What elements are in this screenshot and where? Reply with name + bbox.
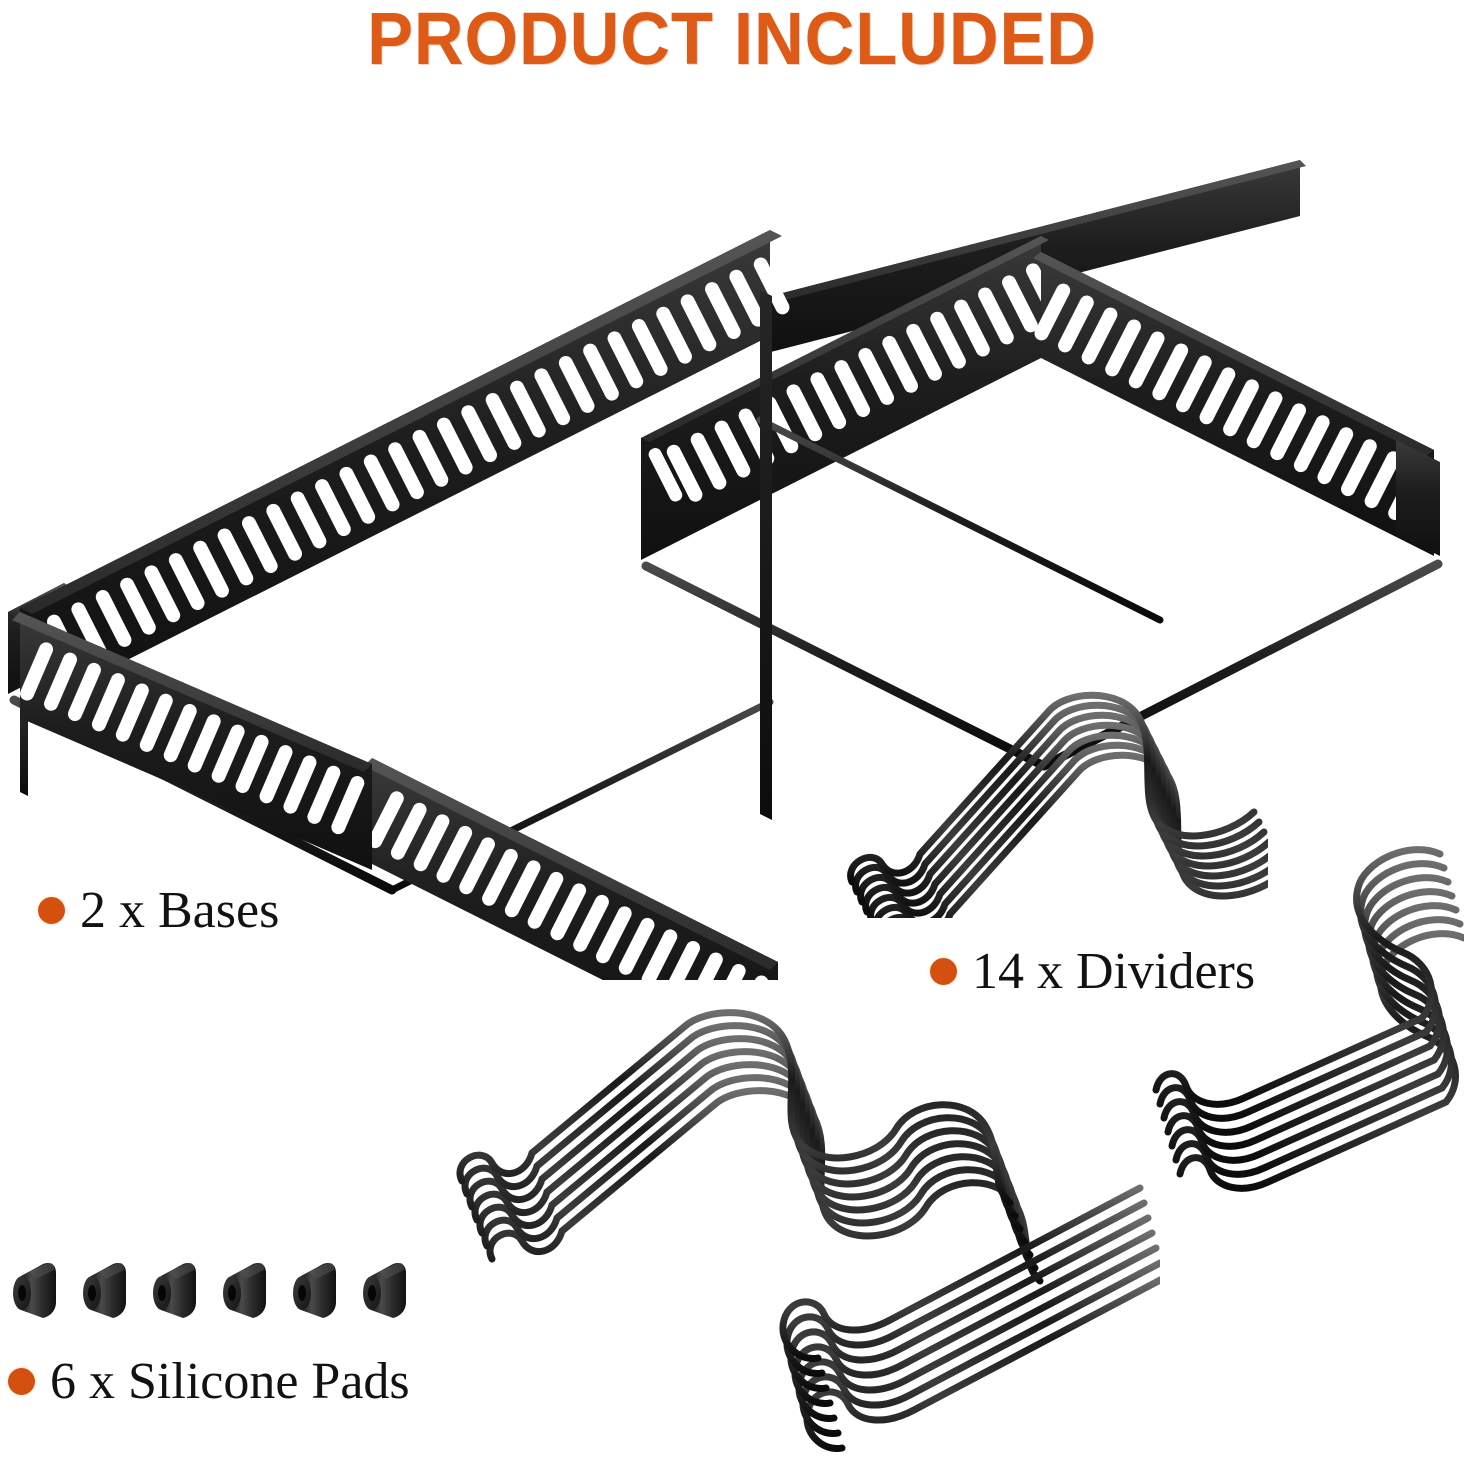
page-title: PRODUCT INCLUDED [367,0,1097,80]
drawer-organizer-base-illustration [8,160,1443,980]
silicone-pad [223,1262,266,1318]
front-rail-slotted [364,758,778,980]
base-frame-rear [641,160,1443,771]
divider-bundle-lower [779,1184,1160,1452]
rear-frame-right-end-cap [1396,440,1440,556]
center-junction-rail [760,290,772,820]
bullet-icon [930,958,957,985]
left-front-slotted-wall [12,612,372,870]
caption-dividers-label: 14 x Dividers [972,943,1256,1000]
bullet-icon [38,897,65,924]
divider-bundle-upper-right [847,691,1268,918]
rear-frame-left-slotted-wall [641,236,1062,560]
rear-frame-right-slotted-wall [1033,252,1434,556]
caption-bases: 2 x Bases [38,881,279,940]
front-frame-front-slotted-wall [20,714,28,796]
caption-silicone-pads-label: 6 x Silicone Pads [50,1353,410,1410]
divider-bundle-center [456,1009,1044,1285]
silicone-pad [13,1262,56,1318]
silicone-pad [153,1262,196,1318]
caption-silicone-pads: 6 x Silicone Pads [8,1352,410,1411]
silicone-pad [83,1262,126,1318]
divider-bundle-right [1152,846,1464,1192]
silicone-pads-group [10,1248,440,1334]
caption-dividers: 14 x Dividers [930,942,1255,1001]
caption-bases-label: 2 x Bases [80,882,280,939]
silicone-pad [363,1262,406,1318]
bullet-icon [8,1368,35,1395]
silicone-pad [293,1262,336,1318]
